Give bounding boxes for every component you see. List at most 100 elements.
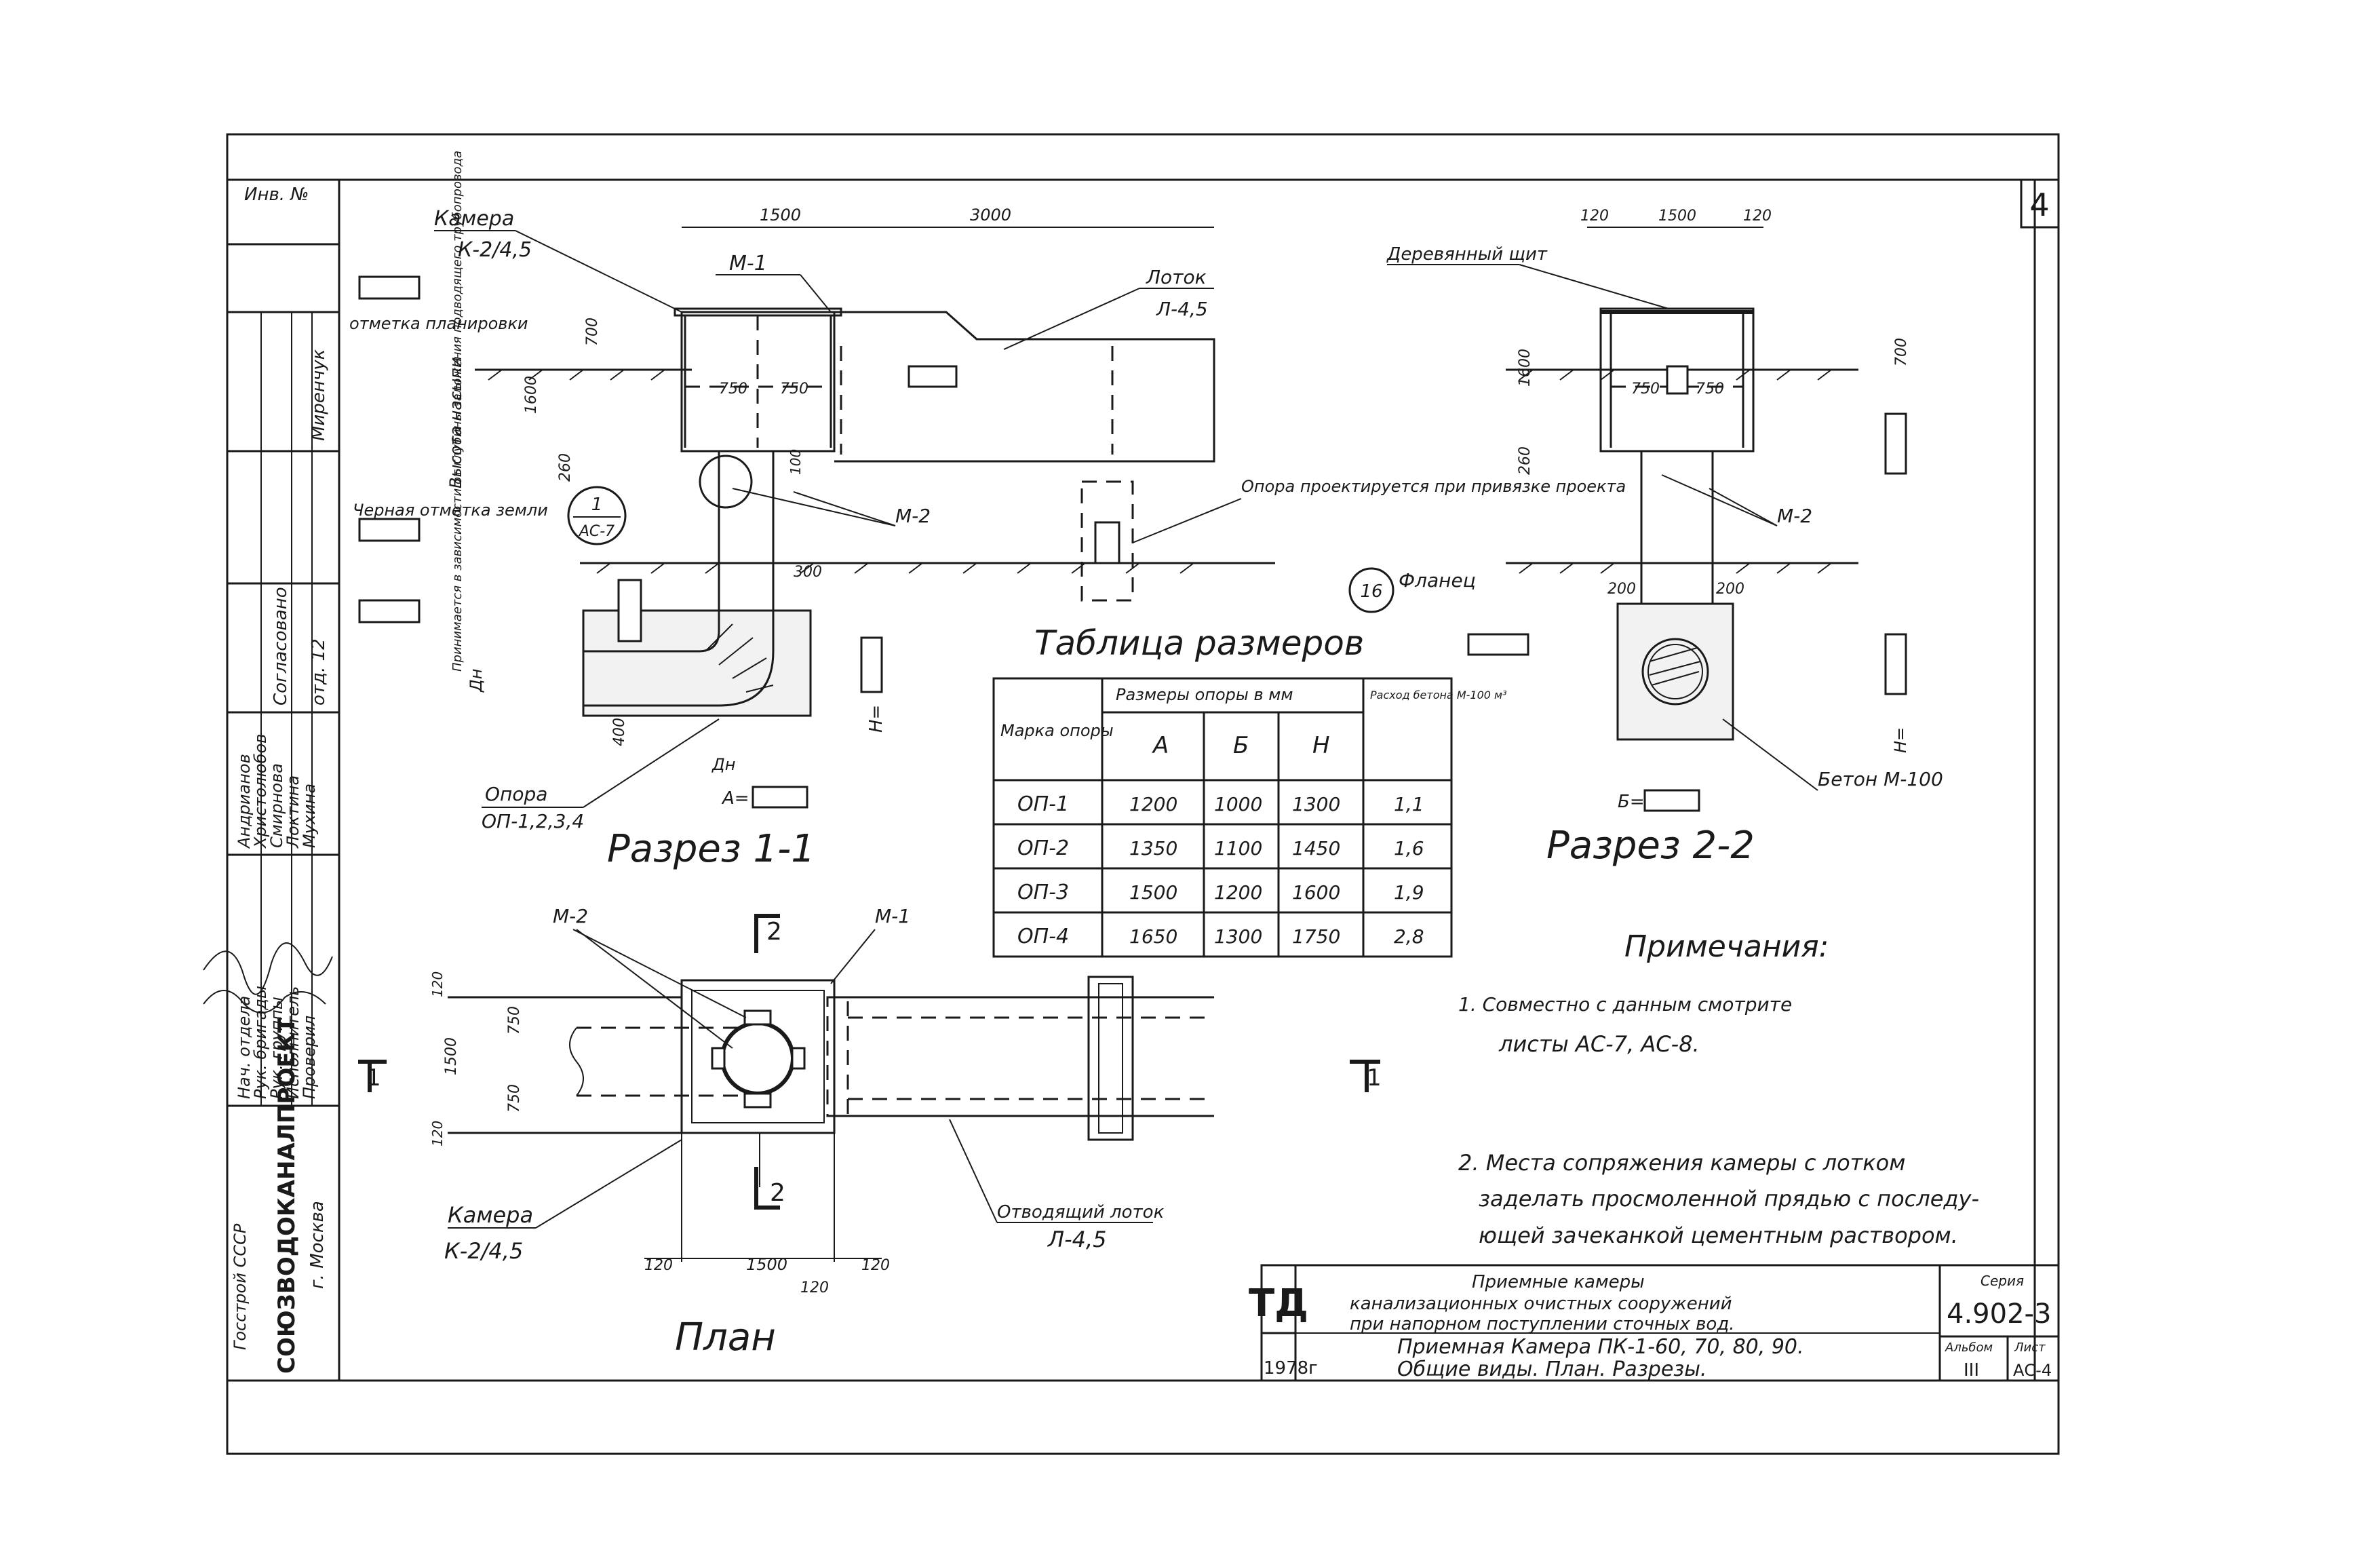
plan-view: 120 750 1500 750 120 120 1500 120 120 М-… (358, 905, 1382, 1360)
label-flanec: Фланец (1399, 569, 1476, 592)
plan-label-m1: М-1 (875, 905, 910, 927)
section-1-1: 1500 3000 700 1600 260 750 750 100 300 4… (349, 151, 1626, 871)
stamp-list-label: Лист (2014, 1341, 2046, 1355)
table-cell: ОП-1 (1017, 792, 1069, 816)
plan-dim-120d: 120 (861, 1257, 890, 1274)
tray-l-4-5 (834, 311, 1215, 463)
label-lotok-mark: Л-4,5 (1156, 298, 1208, 320)
table-cell: 1200 (1214, 881, 1262, 904)
signatures (203, 942, 333, 1014)
label-kamera: Камера (434, 207, 514, 231)
plan-dim-120e: 120 (800, 1279, 829, 1296)
plan-cut-2-bottom: 2 (770, 1179, 785, 1207)
gosstroy-label: Госстрой СССР (231, 1223, 250, 1350)
dim2-700: 700 (1893, 338, 1910, 366)
sizes-table: Таблица размеров Марка опоры Размеры опо… (992, 623, 1507, 958)
stamp-seria: 4.902-3 (1947, 1298, 2051, 1330)
dim-1500: 1500 (760, 206, 801, 225)
joint-circle (699, 455, 753, 509)
dim-1600: 1600 (523, 376, 540, 414)
left-stamp: Инв. № Миренчук Согласовано отд. 12 Нач.… (203, 178, 340, 1382)
dim-dn: Дн (711, 755, 735, 774)
pipe-vertical (1640, 450, 1714, 605)
plan-cut-2-top: 2 (766, 918, 782, 946)
plan-chamber (680, 979, 836, 1134)
title-block: ТД 1978г Приемные камеры канализационных… (1249, 1264, 2060, 1382)
table-cell: 1200 (1129, 793, 1177, 815)
name-5: Мухина (300, 784, 319, 848)
table-cell: 1100 (1214, 837, 1262, 860)
plan-label-kamera-mark: К-2/4,5 (444, 1238, 523, 1264)
plan-dim-750b: 750 (506, 1084, 523, 1113)
label-m1: М-1 (729, 252, 767, 275)
plan-label-kamera: Камера (448, 1202, 533, 1228)
table-cell: 1300 (1292, 793, 1340, 815)
plan-dim-120b: 120 (429, 1121, 446, 1146)
org-city: г. Москва (307, 1201, 328, 1289)
dim2-h-eq: Н= (1891, 727, 1910, 753)
notes-title: Примечания: (1624, 929, 1829, 964)
dim2-b-eq: Б= (1618, 792, 1645, 812)
plan-label-otvod-mark: Л-4,5 (1047, 1227, 1107, 1252)
dim2-750a: 750 (1631, 381, 1660, 398)
label-kamera-mark: К-2/4,5 (458, 238, 532, 262)
section-1-1-title: Разрез 1-1 (607, 827, 815, 871)
dim-260: 260 (557, 453, 574, 482)
section-2-2: 120 1500 120 1600 700 260 750 750 200 20… (1386, 208, 1943, 868)
plan-label-m2: М-2 (553, 905, 588, 927)
table-cell: 1300 (1214, 925, 1262, 948)
dim-3000: 3000 (970, 206, 1011, 225)
dim2-1500: 1500 (1658, 208, 1696, 225)
label-opora-proekt: Опора проектируется при привязке проекта (1241, 477, 1626, 496)
stamp-title-5: Общие виды. План. Разрезы. (1397, 1357, 1706, 1381)
table-cell: ОП-2 (1017, 836, 1069, 860)
org-main: СОЮЗВОДОКАНАЛПРОЕКТ (273, 1017, 300, 1374)
concrete-support-op (582, 609, 812, 717)
dim2-1600: 1600 (1517, 349, 1534, 387)
table-cell: 1,9 (1394, 881, 1424, 904)
sheet-number: 4 (2029, 187, 2049, 223)
plan-cut-1-right: 1 (1367, 1064, 1382, 1092)
role-3: Рук. группы (267, 997, 286, 1099)
stamp-list: АС-4 (2013, 1361, 2052, 1380)
table-cell: 1750 (1292, 925, 1340, 948)
dim-300: 300 (794, 564, 822, 581)
label-beton: Бетон М-100 (1818, 768, 1943, 790)
flange-num: 16 (1360, 581, 1382, 602)
dim2-260: 260 (1517, 446, 1534, 475)
name-3: Смирнова (267, 763, 286, 848)
stamp-title-4: Приемная Камера ПК-1-60, 70, 80, 90. (1397, 1335, 1804, 1359)
table-cell: 1350 (1129, 837, 1177, 860)
label-vertical-note: Принимается в зависимости от глубины зал… (450, 151, 465, 672)
dim-h-eq: Н= (866, 705, 886, 733)
name-1: Андрианов (235, 754, 254, 849)
table-title: Таблица размеров (1034, 623, 1364, 663)
dim-700: 700 (584, 317, 601, 346)
agreed-label: Согласовано (271, 587, 291, 706)
sheet-number-box (2020, 178, 2060, 229)
dim2-750b: 750 (1696, 381, 1724, 398)
stamp-title-2: канализационных очистных сооружений (1350, 1294, 1732, 1314)
dim2-120a: 120 (1580, 208, 1609, 225)
plan-dim-120a: 120 (429, 971, 446, 997)
ref-callout (567, 486, 627, 545)
stamp-year: 1978г (1264, 1358, 1318, 1379)
dim-a-eq: А= (721, 788, 749, 809)
plan-dim-120c: 120 (644, 1257, 673, 1274)
dim-100: 100 (787, 449, 804, 475)
table-cell: 1450 (1292, 837, 1340, 860)
table-cell: 1,6 (1394, 837, 1424, 860)
note-2-line-2: заделать просмоленной прядью с последу- (1479, 1186, 1979, 1212)
name-4: Локтина (284, 775, 303, 849)
role-2: Рук. бригады (251, 986, 270, 1099)
stamp-album: III (1964, 1360, 1979, 1381)
plan-dim-1500v: 1500 (443, 1037, 460, 1075)
stamp-title-1: Приемные камеры (1472, 1272, 1645, 1292)
dim-750a: 750 (719, 381, 747, 398)
notes: Примечания: 1. Совместно с данным смотри… (1458, 929, 1979, 1248)
ground-hatch (488, 369, 1194, 574)
plan-dim-750a: 750 (506, 1006, 523, 1035)
table-col-a: А (1152, 732, 1169, 759)
dim2-120b: 120 (1743, 208, 1772, 225)
stamp-title-3: при напорном поступлении сточных вод. (1350, 1314, 1735, 1334)
